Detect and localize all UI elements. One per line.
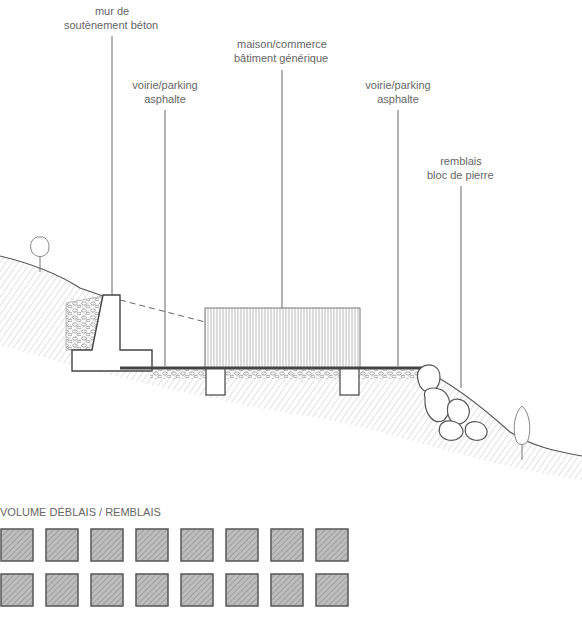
base-gravel [150,369,420,379]
terrain-line [420,368,582,456]
leader-line [282,70,283,308]
leader-line [398,110,399,366]
retaining-wall [72,295,152,371]
volume-square-hatch [2,530,347,605]
wall-label: mur de soutènement béton [64,4,160,32]
rock-block [417,365,440,392]
road-label: voirie/parking asphalte [132,78,199,106]
volume-square [181,529,213,561]
volume-square [226,574,258,606]
tree-trunk [40,256,41,272]
volume-square [271,574,303,606]
terrain-line [0,256,103,296]
building [205,308,360,368]
volume-square [316,529,348,561]
volume-square [46,529,78,561]
tree-crown [31,237,49,257]
tree-crown [514,406,530,445]
volume-square [91,529,123,561]
building-label: maison/commerce bâtiment générique [234,37,330,65]
ground-hatch [0,256,582,480]
volume-square [91,574,123,606]
volume-square [1,574,33,606]
road-label: voirie/parking asphalte [365,78,432,106]
volume-square [1,529,33,561]
volume-square [226,529,258,561]
volume-square [136,529,168,561]
rock-block [424,388,449,422]
fill-label: remblais bloc de pierre [427,154,495,182]
volume-squares [1,529,348,606]
volume-heading: VOLUME DÉBLAIS / REMBLAIS [0,505,161,519]
building-fill [205,308,360,368]
volume-square [271,529,303,561]
volume-square [136,574,168,606]
leader-line [112,36,113,296]
volume-square [316,574,348,606]
leader-line [461,186,462,388]
volume-square [46,574,78,606]
rock-block [447,399,469,424]
footing [206,368,225,395]
rock-block [465,422,487,441]
leader-line [165,110,166,366]
asphalt-road [120,367,422,370]
rock-block [439,421,463,440]
footing [340,368,359,395]
volume-square [181,574,213,606]
